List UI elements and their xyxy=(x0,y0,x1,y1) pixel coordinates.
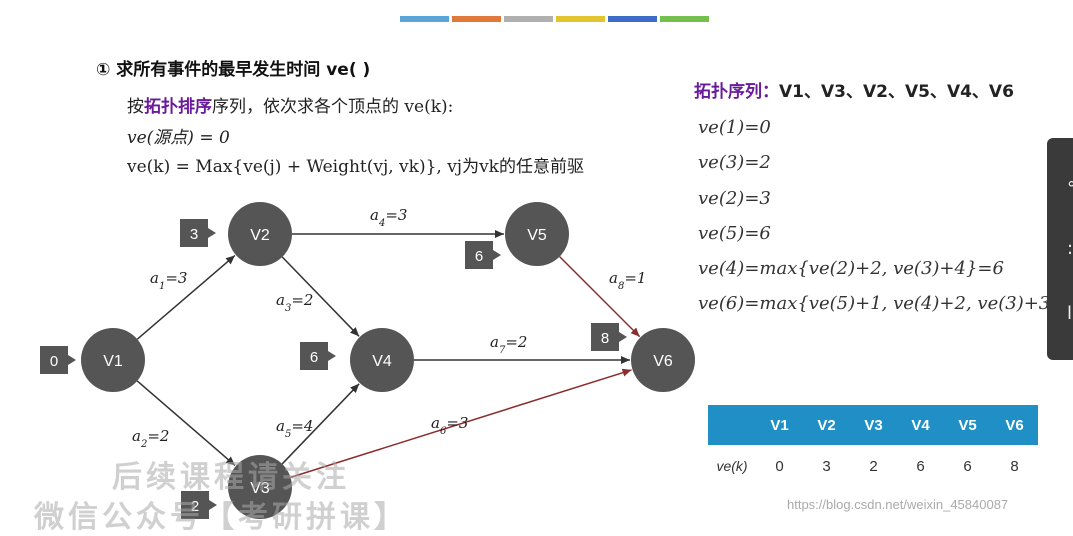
edge-label: a3=2 xyxy=(276,291,313,314)
edge-label: a4=3 xyxy=(370,206,407,229)
graph-node-label: V4 xyxy=(372,353,392,370)
side-panel-glyph: ° xyxy=(1067,178,1073,199)
ve-badge xyxy=(180,219,208,247)
color-segment xyxy=(452,16,501,22)
ve-badge-value: 6 xyxy=(310,349,318,366)
graph-node xyxy=(505,202,569,266)
ve-step: ve(4)=max{ve(2)+2, ve(3)+4}=6 xyxy=(698,258,1004,280)
ve-badge-pointer xyxy=(209,500,217,510)
ve-table: V1 V2 V3 V4 V5 V6 ve(k) 0 3 2 6 6 8 xyxy=(708,405,1038,487)
edge-arrow xyxy=(136,380,236,466)
edge-arrow xyxy=(290,368,632,479)
graph-node xyxy=(228,455,292,519)
color-segment xyxy=(400,16,449,22)
table-cell: 6 xyxy=(916,457,925,475)
graph-node xyxy=(350,328,414,392)
graph-node-label: V2 xyxy=(250,227,270,244)
edge-arrow xyxy=(136,254,236,340)
ve-badge-pointer xyxy=(493,250,501,260)
section-heading: ① 求所有事件的最早发生时间 ve( ) xyxy=(96,60,371,80)
ve-badge xyxy=(465,241,493,269)
ve-badge-pointer xyxy=(208,228,216,238)
side-panel[interactable]: ° : l xyxy=(1047,138,1073,360)
ve-badge-pointer xyxy=(619,332,627,342)
table-row-label: ve(k) xyxy=(716,458,748,474)
watermark-line-2: 微信公众号【考研拼课】 xyxy=(34,500,408,535)
table-header-cell: V4 xyxy=(897,405,944,445)
ve-badge xyxy=(181,491,209,519)
table-header-cell: V3 xyxy=(850,405,897,445)
edge-arrow xyxy=(281,256,360,337)
graph-node xyxy=(631,328,695,392)
topo-value: V1、V3、V2、V5、V4、V6 xyxy=(779,82,1014,102)
color-segment xyxy=(504,16,553,22)
color-segment xyxy=(660,16,709,22)
edge-label: a2=2 xyxy=(132,427,169,450)
table-header-cell: V2 xyxy=(803,405,850,445)
ve-badge-value: 6 xyxy=(475,248,483,265)
topo-label: 拓扑序列： xyxy=(694,82,779,102)
ve-badge-group: 0 3 2 6 6 8 xyxy=(40,219,627,519)
intro-prefix: 按 xyxy=(127,97,144,117)
watermark-line-1: 后续课程请关注 xyxy=(112,460,350,495)
ve-badge-pointer xyxy=(68,355,76,365)
graph-node-label: V3 xyxy=(250,480,270,497)
ve-badge-pointer xyxy=(328,351,336,361)
intro-highlight: 拓扑排序 xyxy=(144,97,212,117)
table-cell: 6 xyxy=(963,457,972,475)
ve-step: ve(2)=3 xyxy=(698,187,771,209)
graph-node xyxy=(228,202,292,266)
graph-node-label: V6 xyxy=(653,353,673,370)
side-panel-glyph: : xyxy=(1067,238,1073,259)
intro-suffix: 序列，依次求各个顶点的 ve(k): xyxy=(212,97,454,117)
edge-label: a8=1 xyxy=(609,269,646,292)
graph-node xyxy=(81,328,145,392)
ve-step-list: ve(1)=0 ve(3)=2 ve(2)=3 ve(5)=6 ve(4)=ma… xyxy=(698,112,1062,324)
color-segment xyxy=(556,16,605,22)
table-header-cell: V5 xyxy=(944,405,991,445)
table-cell: 3 xyxy=(822,457,831,475)
topo-sequence: 拓扑序列：V1、V3、V2、V5、V4、V6 xyxy=(694,77,1014,102)
table-header-cell: V6 xyxy=(991,405,1038,445)
color-bar xyxy=(400,16,709,22)
ve-step: ve(5)=6 xyxy=(698,222,771,244)
ve-badge xyxy=(40,346,68,374)
intro-line: 按拓扑排序序列，依次求各个顶点的 ve(k): xyxy=(127,92,453,117)
ve-badge-value: 2 xyxy=(191,498,199,515)
table-header-row: V1 V2 V3 V4 V5 V6 xyxy=(708,405,1038,445)
table-row: ve(k) 0 3 2 6 6 8 xyxy=(708,445,1038,487)
edge-arrow xyxy=(559,256,641,338)
ve-step: ve(6)=max{ve(5)+1, ve(4)+2, ve(3)+3} xyxy=(698,293,1062,315)
graph-node-label: V1 xyxy=(103,353,123,370)
ve-badge xyxy=(300,342,328,370)
table-cell: 8 xyxy=(1010,457,1019,475)
ve-badge xyxy=(591,323,619,351)
ve-step: ve(1)=0 xyxy=(698,117,771,138)
ve-badge-value: 0 xyxy=(50,353,58,370)
ve-badge-value: 8 xyxy=(601,330,609,347)
edge-label: a6=3 xyxy=(431,414,468,437)
graph-node-label: V5 xyxy=(527,227,547,244)
table-cell: 2 xyxy=(869,457,878,475)
side-panel-glyph: l xyxy=(1067,303,1073,324)
ve-badge-value: 3 xyxy=(190,226,198,243)
table-cell: 0 xyxy=(775,457,784,475)
edge-arrow xyxy=(281,383,360,465)
edge-label: a7=2 xyxy=(490,333,527,356)
table-header-blank xyxy=(708,405,756,445)
source-url: https://blog.csdn.net/weixin_45840087 xyxy=(787,497,1009,512)
formula-general: ve(k) = Max{ve(j) + Weight(vj, vk)}, vj为… xyxy=(127,157,584,177)
table-header-cell: V1 xyxy=(756,405,803,445)
ve-step: ve(3)=2 xyxy=(698,152,771,174)
formula-source: ve(源点) = 0 xyxy=(127,128,230,148)
color-segment xyxy=(608,16,657,22)
edge-label: a1=3 xyxy=(150,269,187,292)
